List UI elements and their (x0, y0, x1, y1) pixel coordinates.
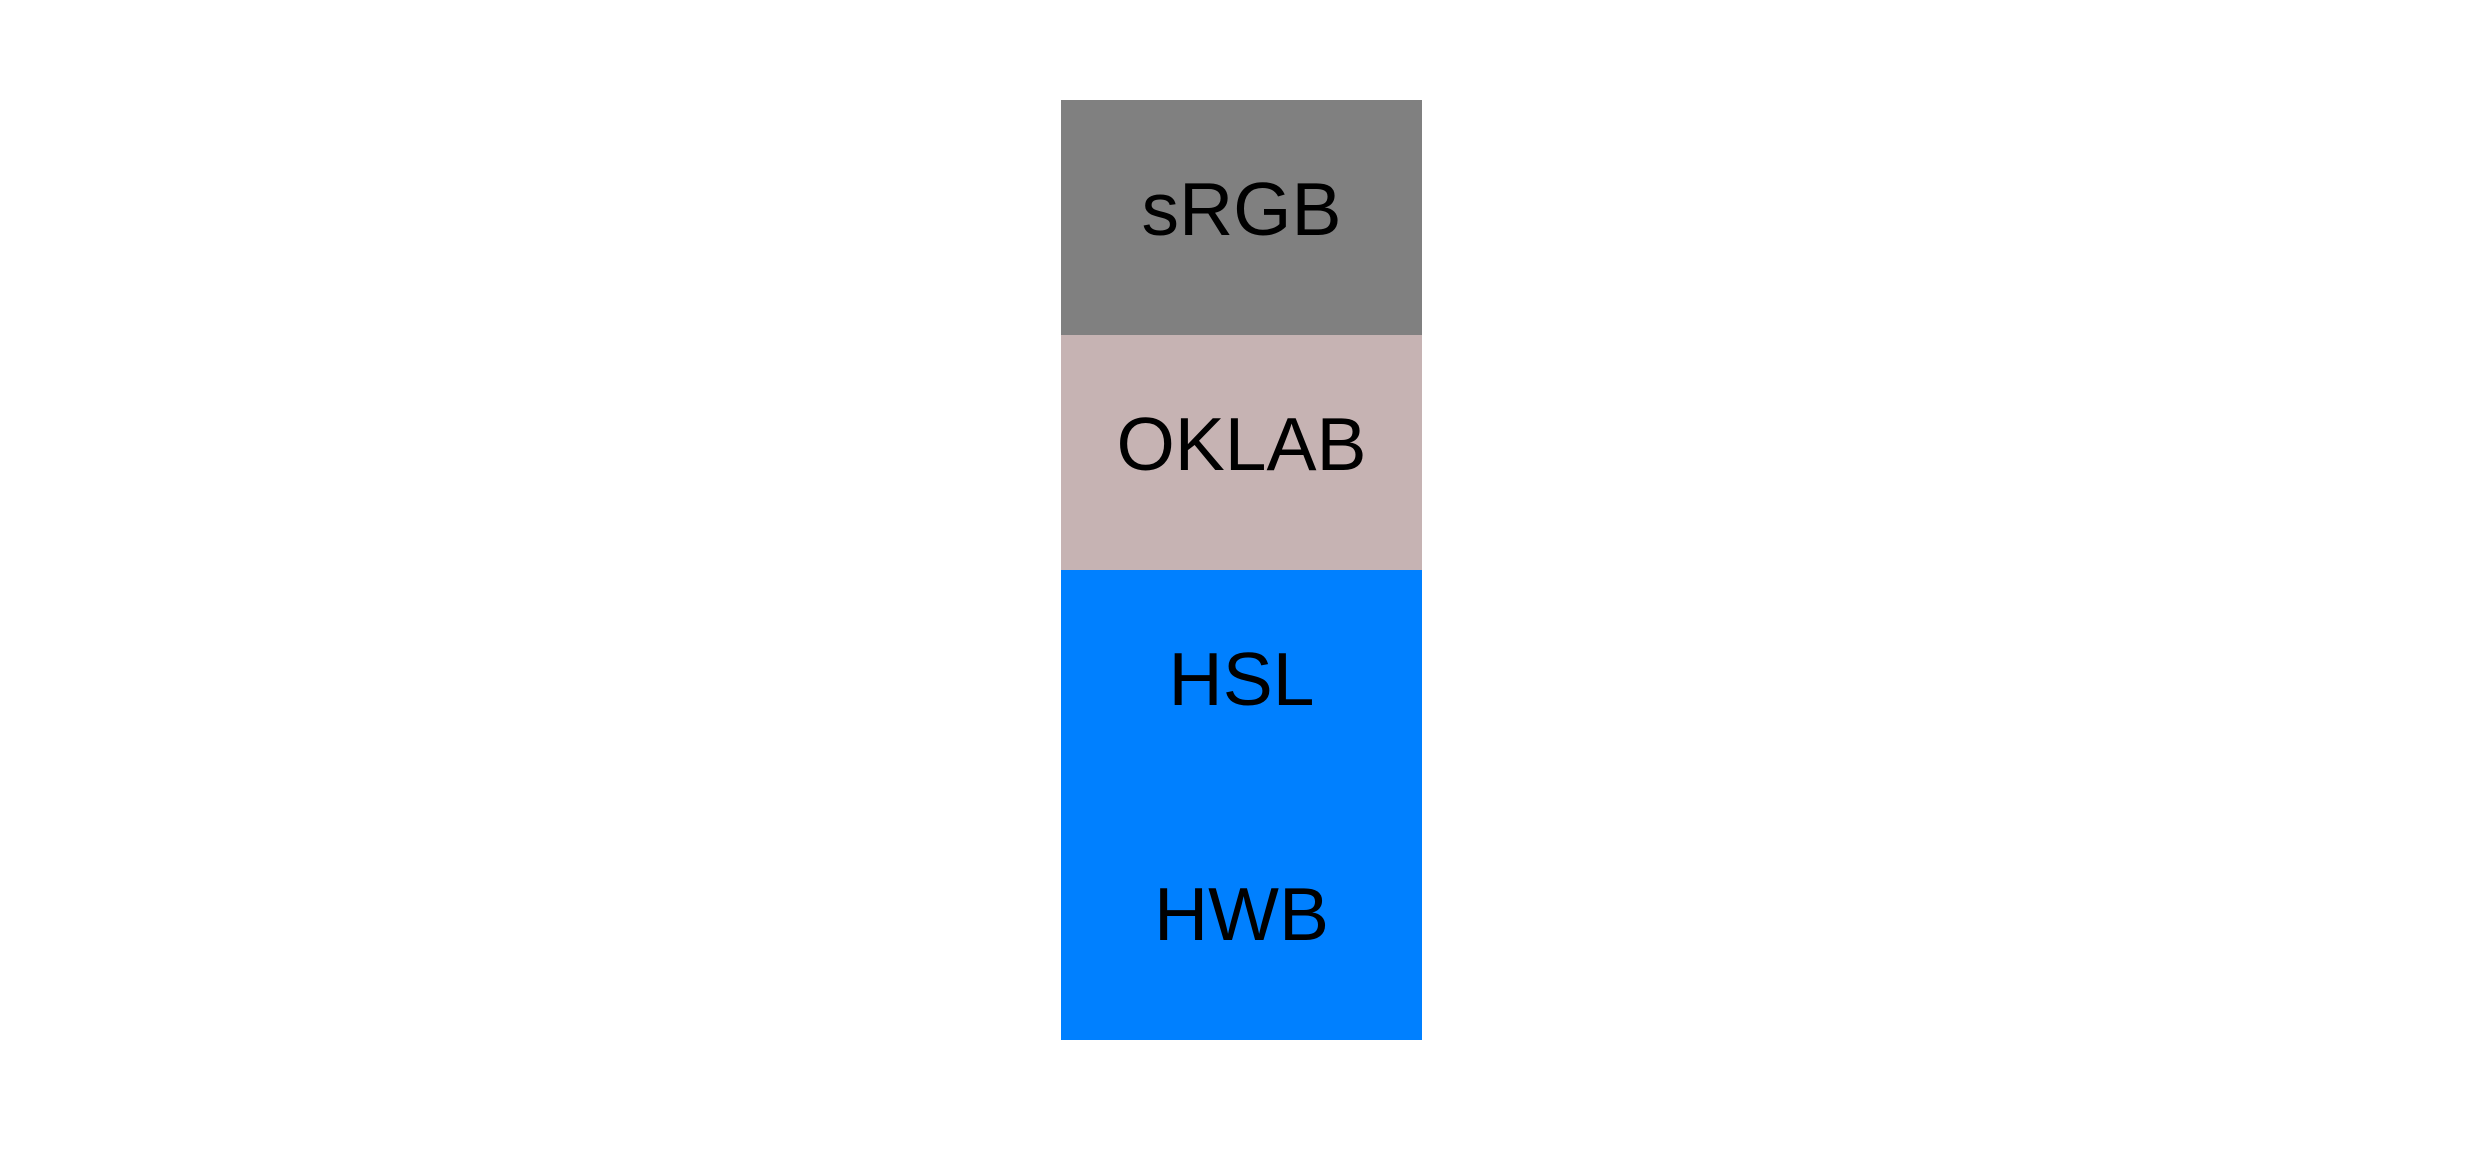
swatch-label-srgb: sRGB (1141, 167, 1342, 251)
swatch-srgb[interactable]: sRGB (1061, 100, 1422, 335)
swatch-label-hsl: HSL (1168, 637, 1315, 721)
swatch-hsl[interactable]: HSL (1061, 570, 1422, 805)
color-space-swatch-stack: sRGB OKLAB HSL HWB (1061, 100, 1422, 1040)
swatch-label-hwb: HWB (1154, 872, 1329, 956)
swatch-oklab[interactable]: OKLAB (1061, 335, 1422, 570)
swatch-label-oklab: OKLAB (1116, 402, 1367, 486)
swatch-hwb[interactable]: HWB (1061, 805, 1422, 1040)
